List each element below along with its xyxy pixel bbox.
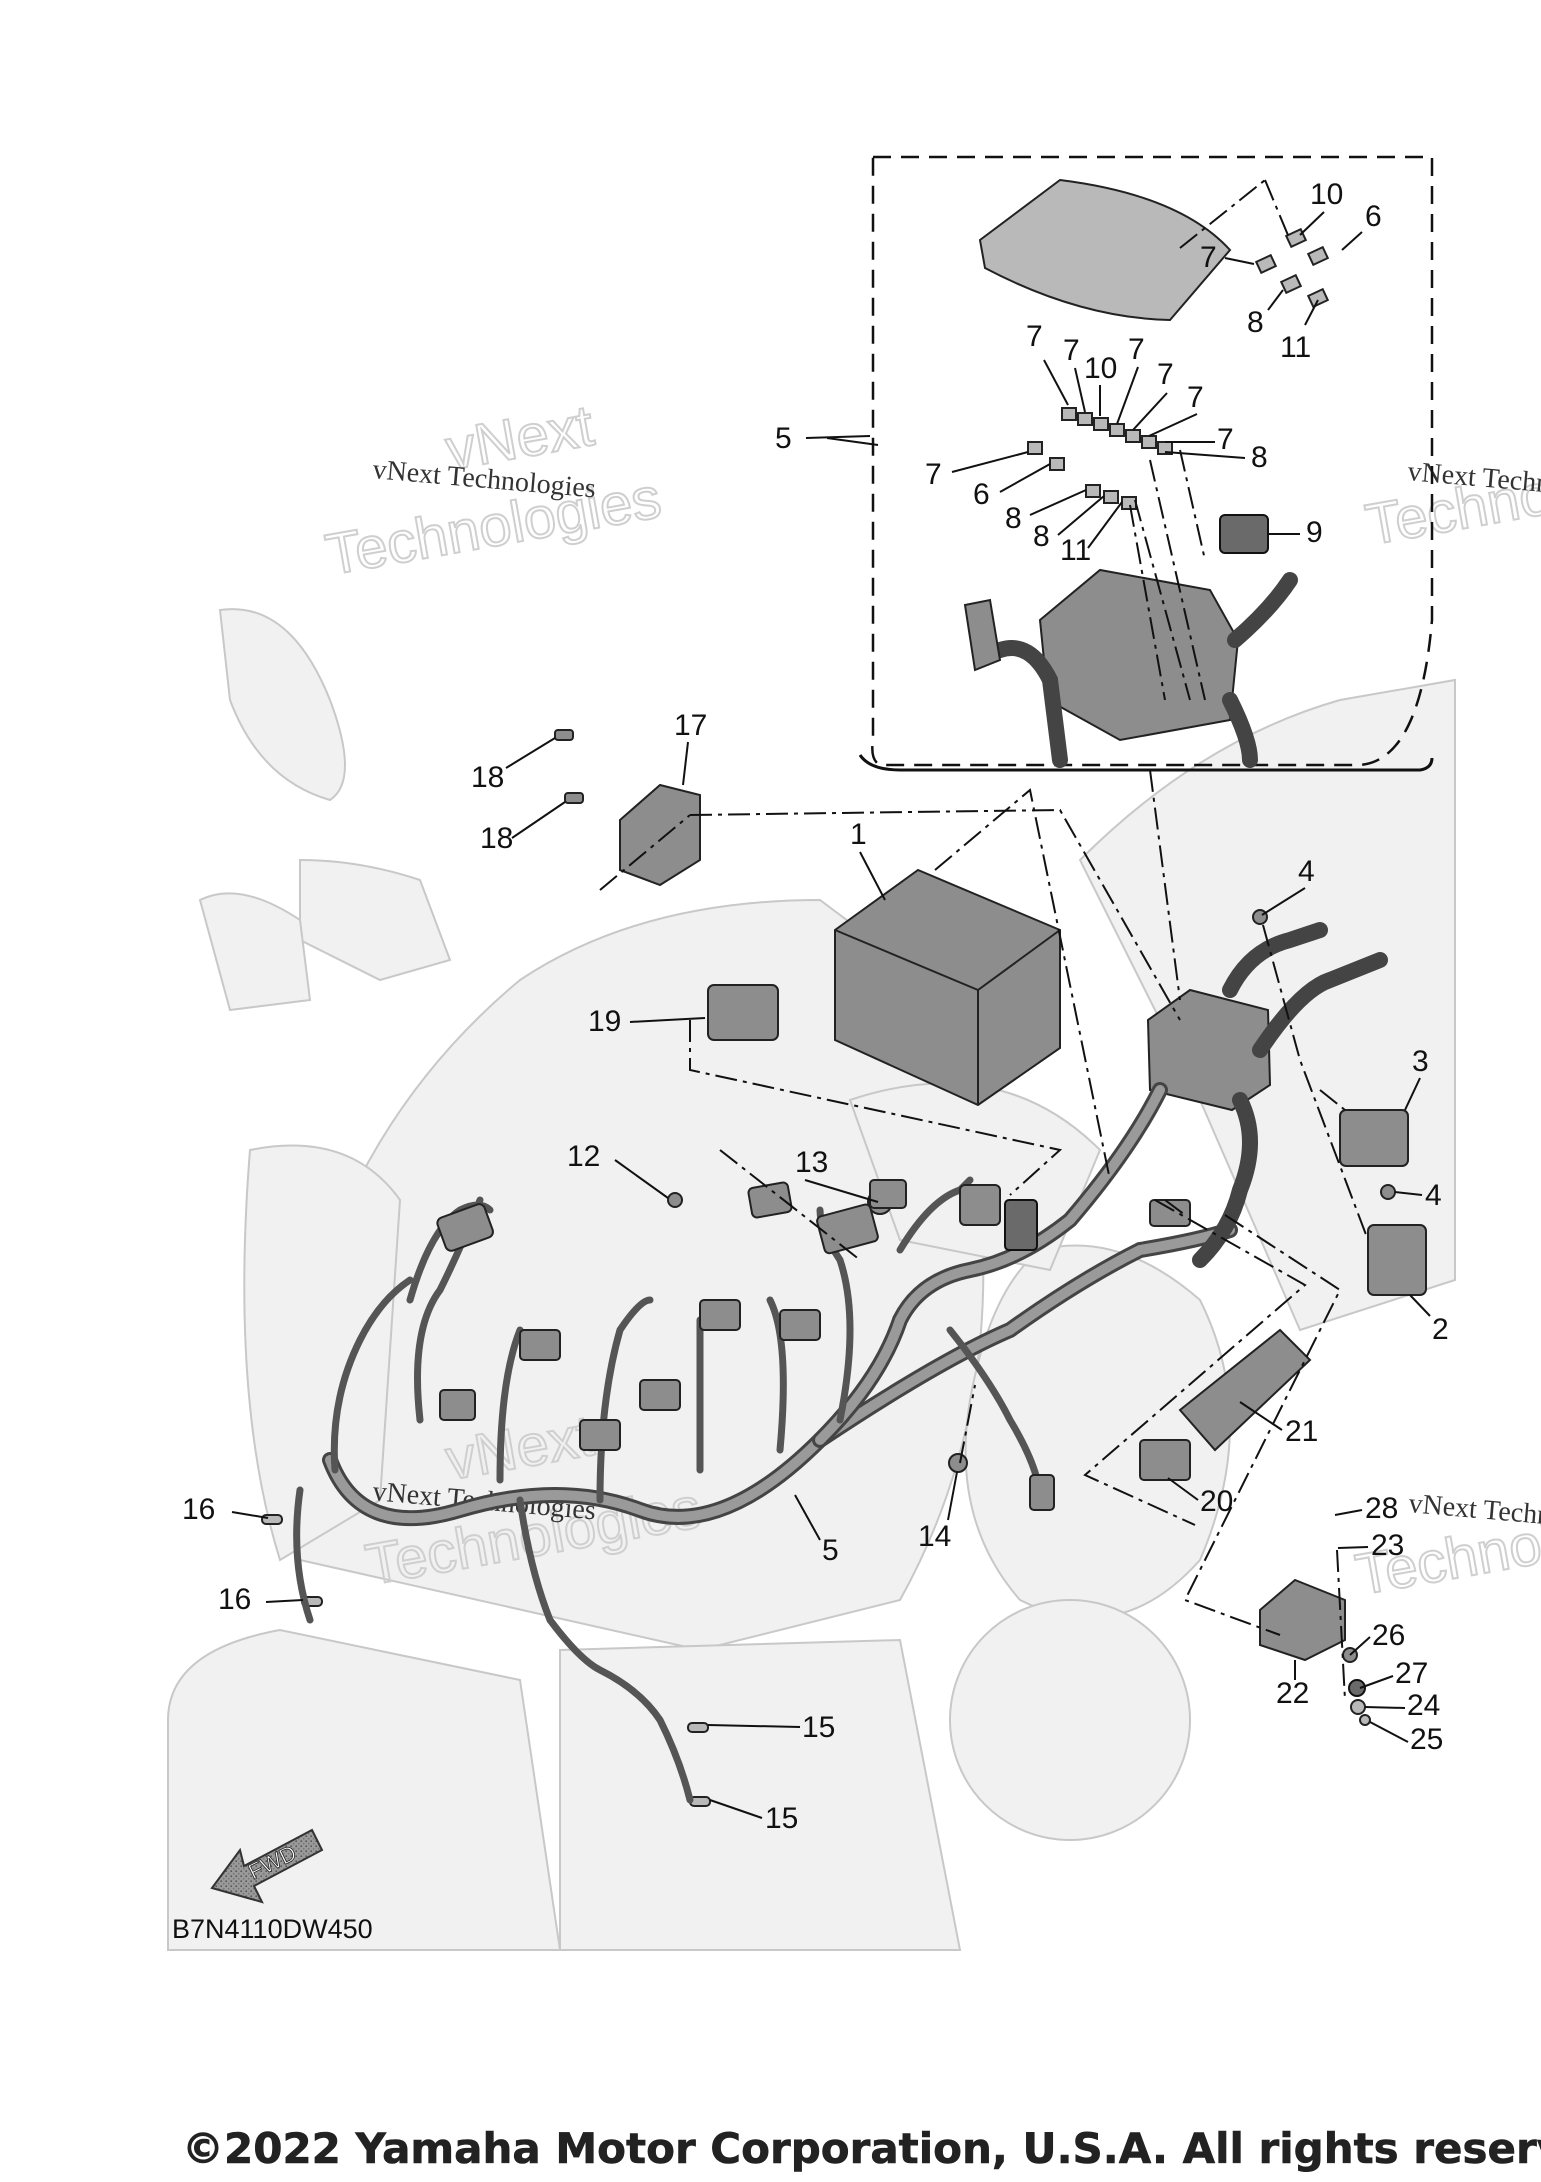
diagram-code: B7N4110DW450 [172,1914,373,1944]
callout-7: 7 [1200,241,1217,274]
callout-21: 21 [1285,1415,1318,1448]
callout-7: 7 [925,458,942,491]
callout-22: 22 [1276,1677,1309,1710]
callout-8: 8 [1247,306,1264,339]
callout-17: 17 [674,709,707,742]
callout-1: 1 [850,818,867,851]
callout-5: 5 [822,1534,839,1567]
callout-16: 16 [182,1493,215,1526]
starter-relay [1367,1224,1427,1296]
callout-labels: 10 6 7 8 11 7 7 10 7 7 7 7 8 5 7 6 8 8 1… [182,178,1449,1835]
motorcycle-outline [167,608,1456,1951]
callout-8: 8 [1033,520,1050,553]
connector-block [1178,1328,1312,1452]
callout-9: 9 [1306,516,1323,549]
callout-26: 26 [1372,1619,1405,1652]
callout-5: 5 [775,422,792,455]
callout-8: 8 [1005,502,1022,535]
callout-7: 7 [1026,320,1043,353]
small-connector [1139,1439,1191,1481]
callout-6: 6 [973,478,990,511]
copyright-notice: ©2022 Yamaha Motor Corporation, U.S.A. A… [182,2124,1541,2173]
callout-28: 28 [1365,1492,1398,1525]
control-unit [619,783,701,887]
relay-right [1339,1109,1409,1167]
callout-6: 6 [1365,200,1382,233]
callout-4: 4 [1298,855,1315,888]
callout-2: 2 [1432,1313,1449,1346]
callout-24: 24 [1407,1689,1440,1722]
callout-4: 4 [1425,1179,1442,1212]
callout-16: 16 [218,1583,251,1616]
callout-25: 25 [1410,1723,1443,1756]
callout-3: 3 [1412,1045,1429,1078]
callout-7: 7 [1217,423,1234,456]
callout-19: 19 [588,1005,621,1038]
fuse-box-assembly [1146,988,1272,1112]
callout-12: 12 [567,1140,600,1173]
sensor-unit [1259,1578,1346,1662]
callout-7: 7 [1157,358,1174,391]
callout-23: 23 [1371,1529,1404,1562]
callout-18: 18 [471,761,504,794]
callout-14: 14 [918,1520,951,1553]
callout-10: 10 [1084,352,1117,385]
callout-7: 7 [1128,333,1145,366]
callout-11: 11 [1060,534,1091,567]
callout-15: 15 [765,1802,798,1835]
callout-13: 13 [795,1146,828,1179]
callout-18: 18 [480,822,513,855]
leader-lines [599,435,1369,1701]
harness-connectors [436,1179,1191,1511]
watermark-large-text: Technologies [1361,435,1541,558]
callout-leaders [231,211,1431,1819]
callout-8: 8 [1251,441,1268,474]
callout-20: 20 [1200,1485,1233,1518]
fuse-box-inset [858,155,1434,772]
battery [834,868,1061,1107]
callout-27: 27 [1395,1657,1428,1690]
callout-15: 15 [802,1711,835,1744]
callout-7: 7 [1063,334,1080,367]
relay-unit [707,984,779,1041]
callout-11: 11 [1280,331,1311,364]
callout-10: 10 [1310,178,1343,211]
callout-7: 7 [1187,381,1204,414]
